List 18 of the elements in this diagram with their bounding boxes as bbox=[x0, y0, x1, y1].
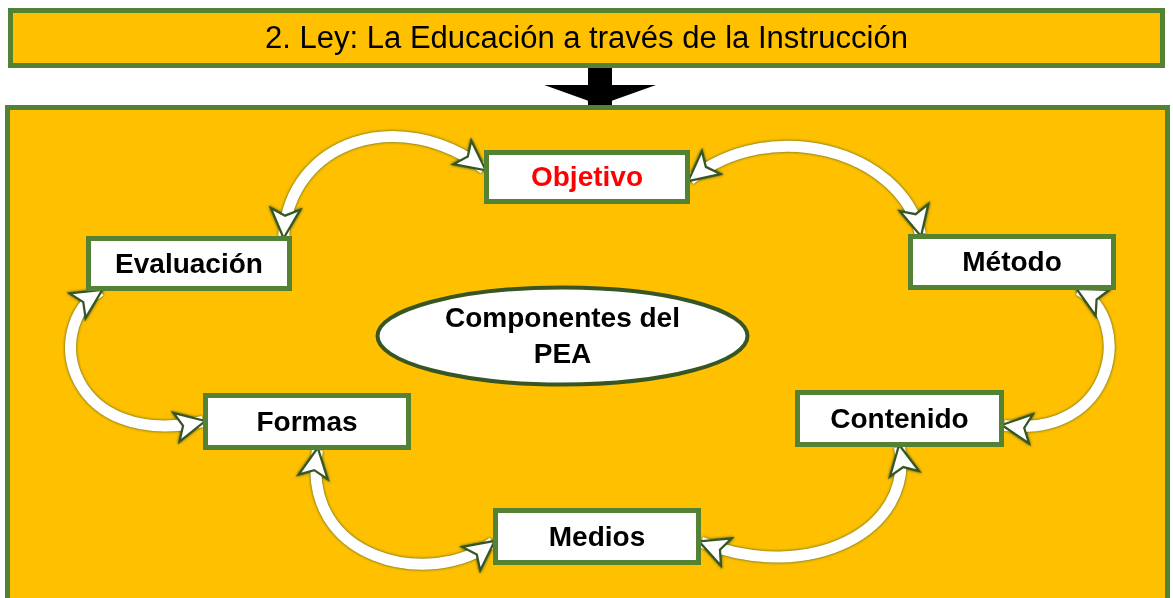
component-box bbox=[908, 234, 1116, 290]
component-box bbox=[86, 236, 292, 291]
component-box bbox=[484, 150, 690, 204]
node-label: Objetivo bbox=[531, 161, 643, 193]
component-box bbox=[795, 390, 1004, 447]
node-label: Medios bbox=[548, 520, 646, 553]
title-text: 2. Ley: La Educación a través de la Instrucción bbox=[265, 20, 908, 56]
center-ellipse bbox=[375, 285, 750, 387]
node-label: Formas bbox=[256, 405, 358, 438]
component-box bbox=[493, 508, 701, 565]
node-label: Componentes del PEA bbox=[444, 300, 681, 371]
node-label: Contenido bbox=[830, 402, 969, 435]
content-panel bbox=[5, 105, 1170, 598]
node-label: Evaluación bbox=[115, 247, 263, 280]
title-banner bbox=[8, 8, 1165, 68]
component-box bbox=[203, 393, 411, 450]
node-label: Método bbox=[962, 246, 1062, 278]
down-arrow bbox=[544, 67, 656, 105]
